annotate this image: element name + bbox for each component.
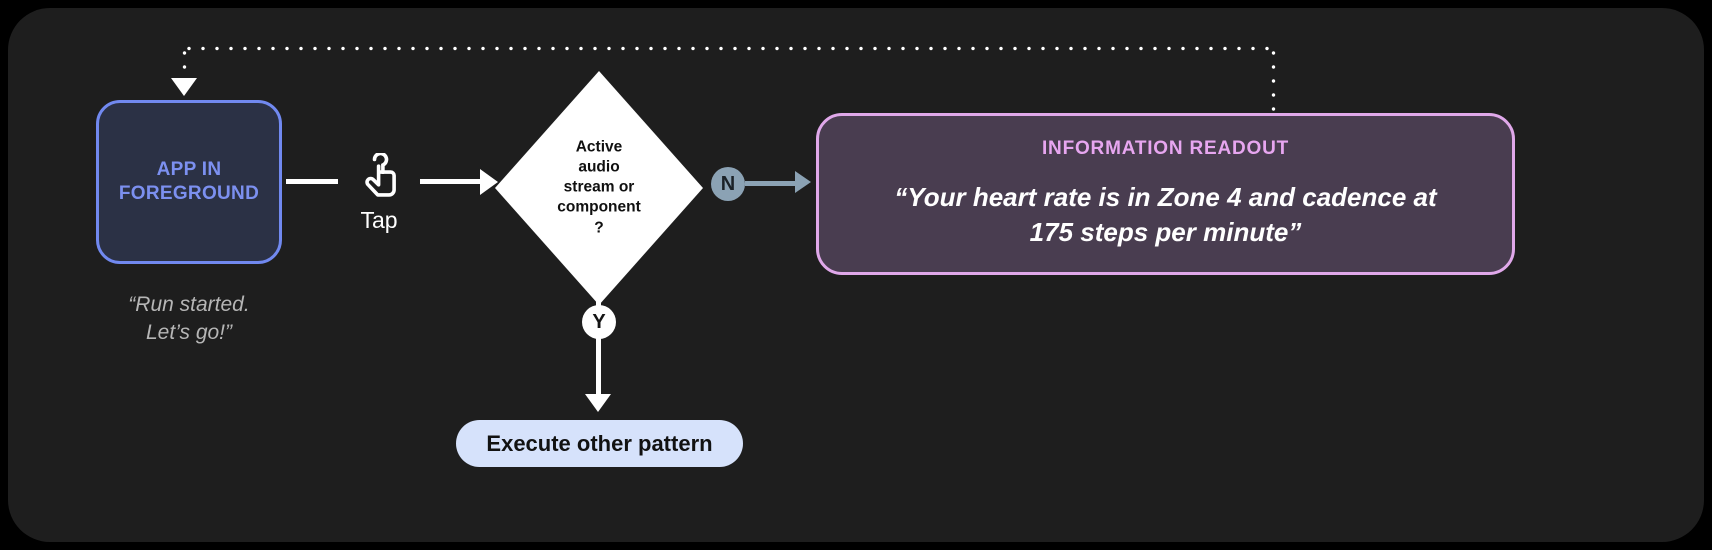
node-execute-other-pattern-label: Execute other pattern: [486, 430, 713, 456]
connector-no-to-readout-arrowhead: [795, 171, 811, 193]
tap-gesture-group: Tap: [342, 153, 416, 234]
connector-app-to-tap: [286, 179, 338, 184]
connector-tap-to-decision: [420, 179, 482, 184]
connector-no-to-readout: [745, 181, 797, 186]
readout-body: “Your heart rate is in Zone 4 and cadenc…: [894, 182, 1437, 247]
connector-yes-to-execute-arrowhead: [585, 394, 611, 412]
feedback-loop-segment-top: [182, 46, 1274, 51]
feedback-loop-arrowhead: [171, 78, 197, 96]
node-app-in-foreground[interactable]: APP IN FOREGROUND: [96, 100, 282, 264]
node-information-readout[interactable]: INFORMATION READOUT “Your heart rate is …: [816, 113, 1515, 275]
tap-gesture-icon: [365, 153, 396, 197]
branch-badge-yes: Y: [582, 305, 616, 339]
feedback-loop-segment-left: [182, 46, 187, 82]
tap-gesture-label: Tap: [360, 207, 398, 233]
node-app-in-foreground-label: APP IN FOREGROUND: [118, 158, 260, 204]
app-node-caption: “Run started. Let’s go!”: [128, 293, 250, 344]
branch-badge-no: N: [711, 167, 745, 201]
readout-title: INFORMATION READOUT: [1041, 138, 1290, 160]
feedback-loop-segment-right: [1271, 46, 1276, 116]
decision-label: Active audio stream or component ?: [557, 138, 641, 237]
node-decision-active-audio[interactable]: Active audio stream or component ?: [495, 71, 703, 305]
connector-yes-to-execute: [596, 338, 601, 398]
diagram-canvas: APP IN FOREGROUND “Run started. Let’s go…: [8, 8, 1704, 542]
node-execute-other-pattern[interactable]: Execute other pattern: [456, 420, 743, 467]
connector-tap-to-decision-arrowhead: [480, 169, 498, 195]
